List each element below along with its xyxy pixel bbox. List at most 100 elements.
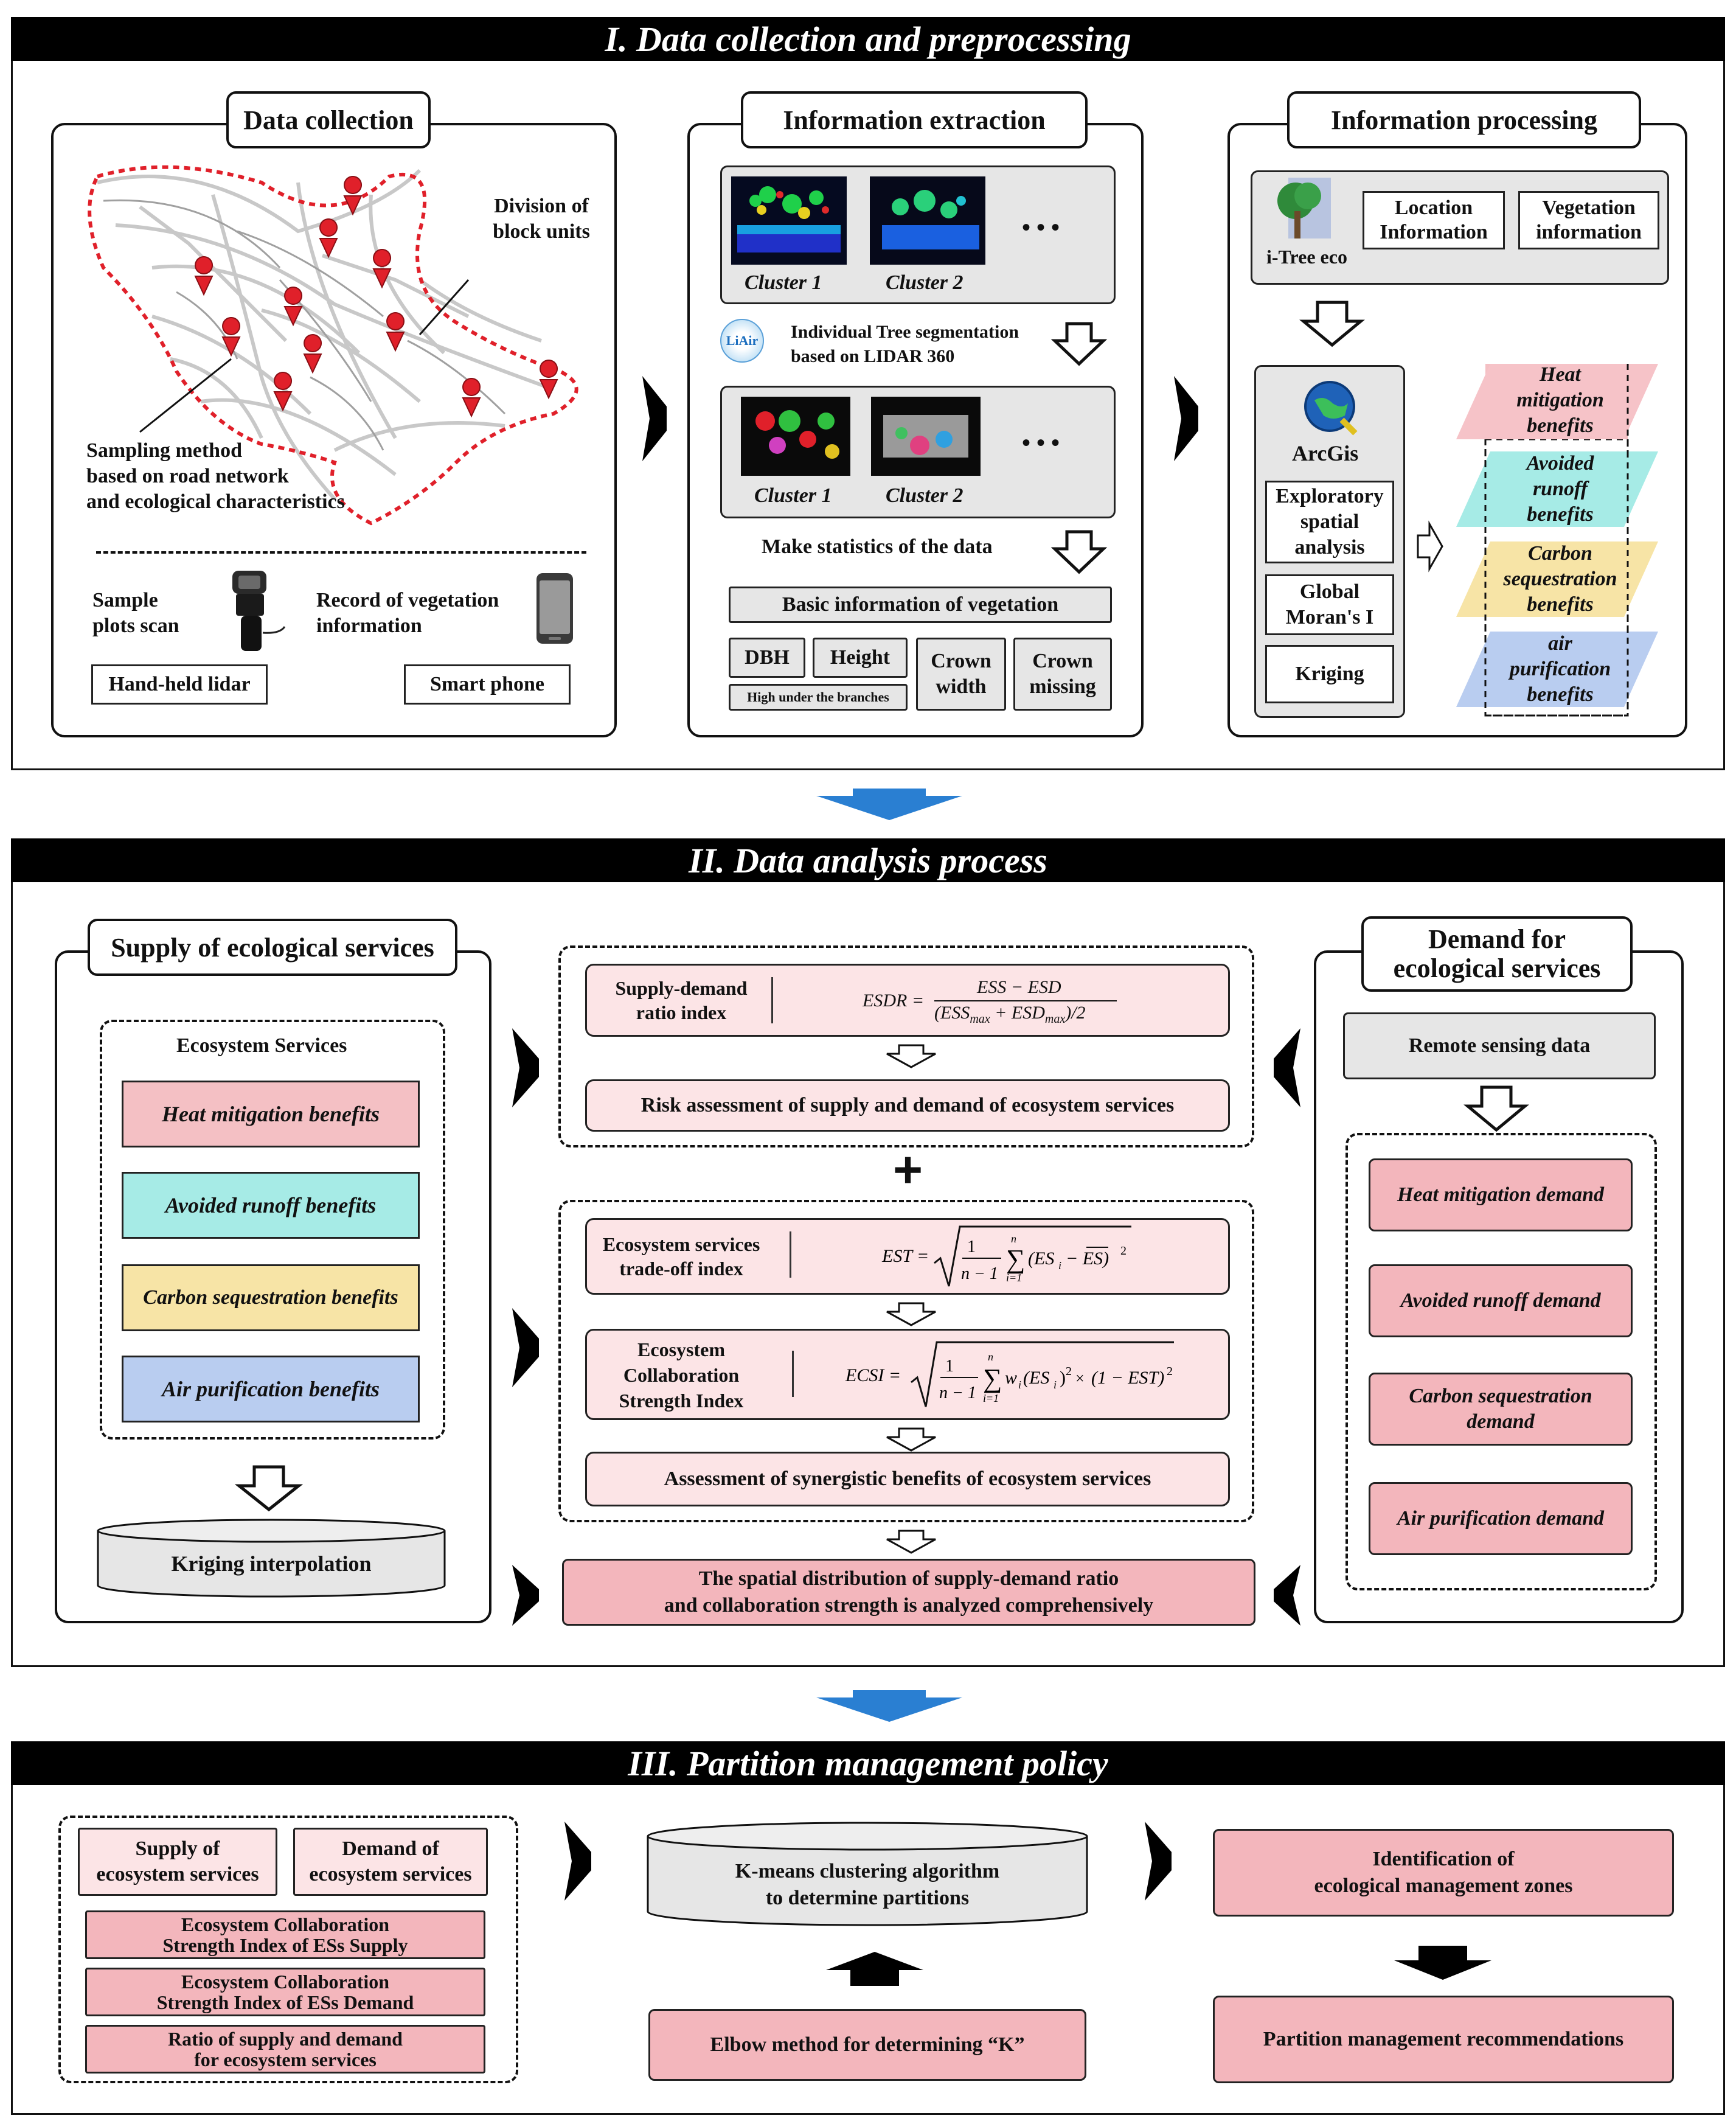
supply-carbon-text: Carbon sequestration benefits <box>143 1286 398 1309</box>
heat-layer-shape <box>1456 364 1658 439</box>
elbow-method-text: Elbow method for determining “K” <box>710 2033 1025 2056</box>
supply-title: Supply of ecological services <box>111 932 434 963</box>
crown-missing-text: Crown missing <box>1029 650 1096 698</box>
demand-items-group <box>1345 1133 1657 1590</box>
flow-arrow-s1-2 <box>1174 376 1198 461</box>
supply-demand-ratio-group <box>558 945 1254 1147</box>
crown-missing-box: Crown missing <box>1013 638 1112 711</box>
ecsi-supply-text: Ecosystem Collaboration Strength Index o… <box>162 1913 408 1956</box>
svg-text:n − 1: n − 1 <box>961 1264 998 1283</box>
svg-text:i: i <box>1018 1379 1021 1391</box>
flow-arrow-s2-right-2 <box>1274 1565 1300 1626</box>
flow-arrow-s3-2 <box>1145 1822 1172 1901</box>
esdr-den-d: max <box>1044 1012 1066 1026</box>
point-cloud-image-2 <box>870 176 985 265</box>
recommendations-box: Partition management recommendations <box>1213 1996 1674 2083</box>
section-1-banner: I. Data collection and preprocessing <box>11 17 1725 61</box>
recommendations-text: Partition management recommendations <box>1263 2028 1624 2050</box>
supply-runoff-text: Avoided runoff benefits <box>165 1193 377 1217</box>
info-processing-title: Information processing <box>1331 105 1597 135</box>
segmentation-label: Individual Tree segmentation based on LI… <box>791 322 1019 366</box>
high-under-branches-box: High under the branches <box>729 684 908 711</box>
cluster-ellipsis-2: • • • <box>1022 429 1060 456</box>
ratio-box: Ratio of supply and demand for ecosystem… <box>85 2025 485 2074</box>
down-arrow-recommendations <box>1394 1946 1491 1980</box>
demand-es-text: Demand of ecosystem services <box>309 1837 472 1885</box>
dbh-text: DBH <box>745 646 790 669</box>
down-arrow-supply <box>234 1465 304 1512</box>
svg-text:EST =: EST = <box>881 1246 929 1266</box>
svg-text:2: 2 <box>1120 1244 1127 1258</box>
division-label: Division of block units <box>493 195 590 243</box>
kmeans-cylinder <box>647 1822 1088 1926</box>
svg-text:− ES): − ES) <box>1066 1248 1109 1269</box>
info-extraction-tag: Information extraction <box>741 91 1088 148</box>
remote-sensing-text: Remote sensing data <box>1408 1034 1591 1057</box>
high-under-branches-text: High under the branches <box>747 689 889 705</box>
air-layer-label: air purification benefits <box>1509 632 1611 706</box>
flow-arrow-s2-left-2 <box>512 1308 539 1387</box>
vegetation-information-box: Vegetation information <box>1518 191 1659 249</box>
kriging-interpolation-label: Kriging interpolation <box>171 1551 372 1576</box>
carbon-layer-shape <box>1456 541 1658 617</box>
sdr-label: Supply-demand ratio index <box>615 977 748 1023</box>
svg-text:(1 − EST): (1 − EST) <box>1091 1368 1164 1388</box>
svg-text:i: i <box>1054 1379 1057 1391</box>
section-arrow-2 <box>816 1690 962 1722</box>
down-arrow-extraction-1 <box>1050 322 1108 366</box>
itree-logo-icon <box>1277 178 1331 239</box>
svg-text:(ES: (ES <box>1023 1368 1049 1388</box>
sample-plots-label: Sample plots scan <box>92 589 179 637</box>
cluster-2-label: Cluster 2 <box>886 271 963 294</box>
esdr-denominator: (ESSmax + ESDmax)/2 <box>934 1003 1086 1026</box>
ratio-text: Ratio of supply and demand for ecosystem… <box>168 2028 403 2070</box>
liair-logo-text: LiAir <box>726 333 759 348</box>
demand-air-text: Air purification demand <box>1397 1507 1605 1530</box>
supply-carbon-box: Carbon sequestration benefits <box>122 1264 420 1331</box>
partition-inputs-group <box>58 1816 518 2083</box>
svg-text:2: 2 <box>1167 1365 1173 1378</box>
est-label: Ecosystem services trade-off index <box>602 1233 760 1280</box>
data-collection-title: Data collection <box>243 105 414 135</box>
svg-text:i: i <box>1058 1259 1061 1272</box>
risk-assessment-text: Risk assessment of supply and demand of … <box>641 1094 1175 1116</box>
data-collection-divider <box>96 551 586 554</box>
esdr-lhs: ESDR = <box>863 991 925 1011</box>
svg-text:ECSI =: ECSI = <box>845 1365 901 1385</box>
esdr-den-c: + ESD <box>990 1003 1045 1023</box>
flow-arrow-s3-1 <box>564 1822 591 1901</box>
sampling-pointer <box>139 358 232 433</box>
svg-text:∑: ∑ <box>983 1363 1002 1393</box>
demand-carbon-box: Carbon sequestration demand <box>1369 1373 1633 1446</box>
svg-text:): ) <box>1060 1368 1066 1388</box>
point-cloud-image-1 <box>731 176 847 265</box>
arcgis-label: ArcGis <box>1292 441 1359 465</box>
demand-runoff-text: Avoided runoff demand <box>1400 1289 1601 1312</box>
svg-text:(ES: (ES <box>1028 1248 1054 1269</box>
ecosystem-services-group <box>100 1020 445 1440</box>
svg-text:n − 1: n − 1 <box>939 1384 976 1402</box>
itree-label: i-Tree eco <box>1266 246 1347 268</box>
demand-es-box: Demand of ecosystem services <box>293 1828 488 1896</box>
hand-held-lidar-text: Hand-held lidar <box>108 673 251 695</box>
svg-text:w: w <box>1005 1368 1017 1388</box>
kriging-box: Kriging <box>1265 645 1394 703</box>
flow-arrow-s1-1 <box>642 376 667 461</box>
location-information-box: Location Information <box>1363 191 1505 249</box>
ecsi-supply-box: Ecosystem Collaboration Strength Index o… <box>85 1910 485 1959</box>
smart-phone-text: Smart phone <box>430 673 544 695</box>
synergy-assessment-text: Assessment of synergistic benefits of ec… <box>664 1468 1151 1490</box>
liair-logo: LiAir <box>720 319 764 363</box>
esdr-formula: ESDR = ESS − ESD (ESSmax + ESDmax)/2 <box>863 977 1142 1026</box>
down-arrow-final <box>886 1530 936 1554</box>
cluster-1-label-2: Cluster 1 <box>754 484 832 507</box>
ecsi-demand-text: Ecosystem Collaboration Strength Index o… <box>156 1971 414 2013</box>
runoff-layer-label: Avoided runoff benefits <box>1526 452 1594 526</box>
demand-title: Demand for ecological services <box>1393 924 1601 983</box>
down-arrow-processing <box>1299 301 1365 347</box>
demand-runoff-box: Avoided runoff demand <box>1369 1264 1633 1337</box>
section-1-title: I. Data collection and preprocessing <box>605 19 1131 59</box>
est-formula-box <box>585 1218 1230 1295</box>
city-map <box>88 165 578 526</box>
up-arrow-elbow <box>826 1952 923 1986</box>
